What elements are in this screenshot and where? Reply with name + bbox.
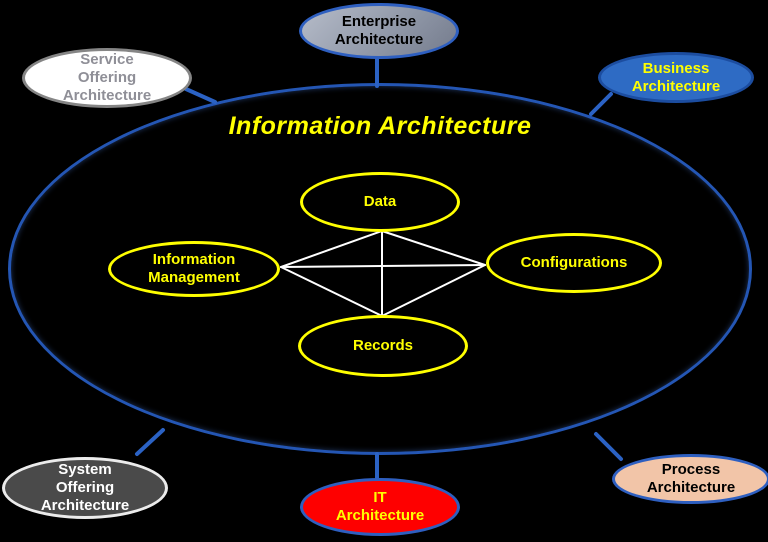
node-data: Data — [300, 172, 460, 232]
node-service-offering-architecture-label: Service Offering Architecture — [62, 51, 152, 104]
connector-service-offering — [184, 87, 217, 104]
node-information-management-label: Information Management — [148, 251, 240, 286]
node-data-label: Data — [363, 193, 397, 210]
node-business-architecture-label: Business Architecture — [631, 59, 721, 95]
node-configurations-label: Configurations — [520, 254, 628, 271]
node-service-offering-architecture: Service Offering Architecture — [22, 48, 192, 108]
node-system-offering-architecture-label: System Offering Architecture — [40, 461, 130, 514]
node-business-architecture: Business Architecture — [598, 52, 754, 103]
node-system-offering-architecture: System Offering Architecture — [2, 457, 168, 519]
node-records-label: Records — [352, 337, 414, 354]
diagram-title: Information Architecture — [228, 112, 532, 140]
node-records: Records — [298, 315, 468, 377]
node-information-management: Information Management — [108, 241, 280, 297]
node-enterprise-architecture: Enterprise Architecture — [299, 3, 459, 59]
connector-system-offering — [135, 428, 165, 456]
node-process-architecture: Process Architecture — [612, 454, 768, 504]
node-it-architecture: IT Architecture — [300, 478, 460, 536]
connector-process — [594, 432, 623, 461]
node-process-architecture-label: Process Architecture — [646, 461, 736, 496]
node-configurations: Configurations — [486, 233, 662, 293]
node-it-architecture-label: IT Architecture — [335, 489, 425, 524]
connector-business — [589, 92, 613, 116]
node-enterprise-architecture-label: Enterprise Architecture — [334, 13, 424, 48]
